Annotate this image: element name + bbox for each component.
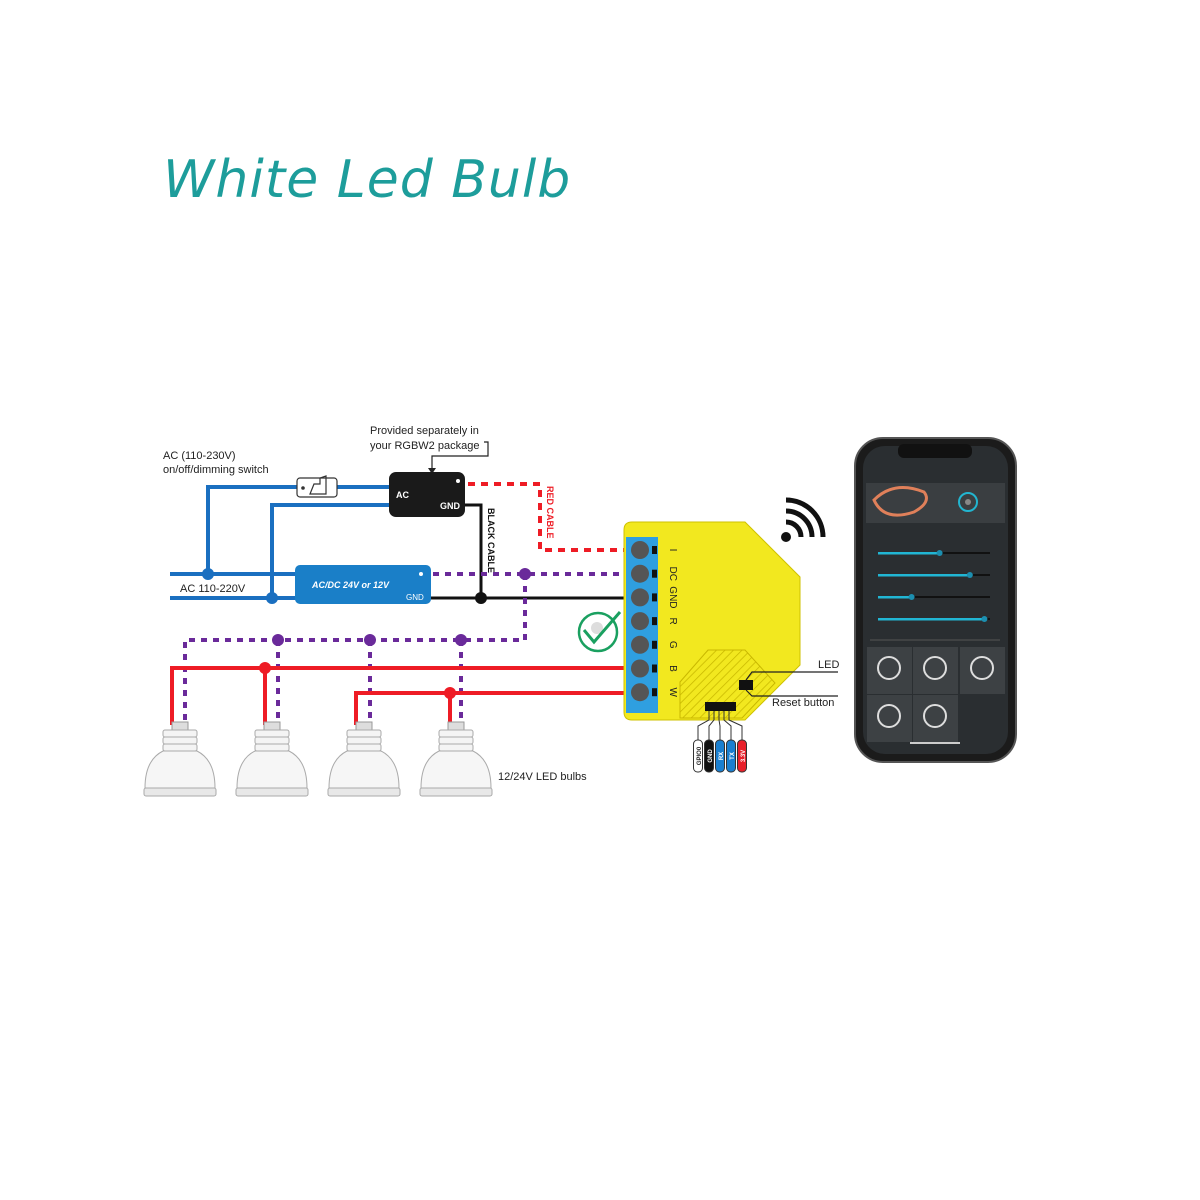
led-bulb	[143, 721, 217, 797]
power-supply: AC/DC 24V or 12V GND	[295, 565, 431, 604]
switch-label-2: on/off/dimming switch	[163, 464, 269, 476]
app-tile-icon	[923, 704, 947, 728]
red-cable-wire	[468, 482, 625, 552]
rgbw2-device	[623, 521, 838, 721]
page-title: White Led Bulb	[163, 150, 572, 210]
app-slider	[878, 552, 940, 555]
wifi-icon	[781, 497, 826, 542]
header-pin	[715, 739, 725, 773]
app-tile-icon	[923, 656, 947, 680]
header-pin-label: RX	[719, 752, 725, 760]
terminal-label: GND	[667, 586, 678, 608]
ac-main-label: AC 110-220V	[180, 583, 246, 595]
led-bulb	[235, 721, 309, 797]
black-cable-label: BLACK CABLE	[486, 508, 496, 573]
terminal-screw	[631, 635, 649, 654]
app-slider	[878, 574, 970, 577]
purple-junctions	[272, 568, 531, 646]
led-bulbs	[143, 721, 493, 797]
led-bulb	[419, 721, 493, 797]
terminal-label: DC	[667, 566, 678, 580]
terminal-label: G	[667, 641, 678, 649]
switch-icon	[296, 475, 338, 498]
header-pin	[726, 739, 736, 773]
terminal-screw	[631, 612, 649, 631]
adapter-ac-label: AC	[396, 490, 409, 500]
led-bulb	[327, 721, 401, 797]
ac-wires	[170, 485, 392, 600]
terminal-screw	[631, 564, 649, 583]
app-tile-icon	[970, 656, 994, 680]
provided-label-1: Provided separately in	[370, 425, 479, 437]
junction-dot	[475, 592, 487, 604]
header-pin-label: GND	[708, 749, 714, 763]
junction-dot	[202, 568, 214, 580]
app-slider	[878, 596, 912, 599]
red-wires	[170, 666, 625, 725]
led-label: LED	[818, 659, 839, 671]
pointer-line	[431, 441, 489, 470]
terminal-screw	[631, 683, 649, 702]
terminal-label: R	[667, 617, 678, 624]
adapter-gnd-label: GND	[440, 501, 461, 511]
terminal-label: W	[667, 687, 678, 697]
terminal-block: I DC GND R G B W	[631, 541, 678, 702]
header-pin-label: TX	[730, 752, 736, 760]
psu-label: AC/DC 24V or 12V	[311, 580, 390, 590]
header-pin	[737, 739, 747, 773]
header-pins: GPIO0 GND RX TX 3.3V	[693, 711, 747, 773]
header-pin-label: GPIO0	[697, 746, 703, 765]
red-cable-label: RED CABLE	[545, 486, 555, 539]
provided-label-2: your RGBW2 package	[370, 440, 479, 452]
terminal-screw	[631, 541, 649, 559]
ac-adapter: AC GND	[389, 472, 465, 517]
terminal-label: I	[667, 549, 678, 552]
terminal-screw	[631, 588, 649, 607]
bulbs-label: 12/24V LED bulbs	[498, 771, 587, 783]
terminal-label: B	[667, 665, 678, 672]
checkmark-icon	[577, 611, 622, 653]
psu-gnd-label: GND	[406, 593, 424, 602]
terminal-screw	[631, 659, 649, 678]
app-slider	[878, 618, 985, 621]
black-cable-wire	[462, 503, 483, 598]
switch-label-1: AC (110-230V)	[163, 450, 236, 462]
header-pin	[693, 739, 703, 773]
app-tile-icon	[877, 656, 901, 680]
smartphone-app	[854, 437, 1017, 763]
reset-label: Reset button	[772, 697, 834, 709]
junction-dot	[266, 592, 278, 604]
app-tile-icon	[877, 704, 901, 728]
header-pin-label: 3.3V	[741, 750, 747, 762]
header-pin	[704, 739, 714, 773]
